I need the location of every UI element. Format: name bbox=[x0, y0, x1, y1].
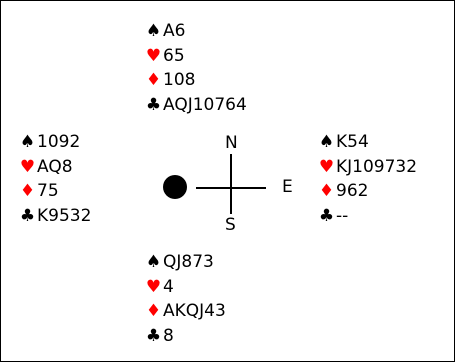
north-diamonds: ♦108 bbox=[144, 68, 247, 93]
west-hearts: ♥AQ8 bbox=[18, 155, 91, 180]
turn-indicator-dot bbox=[163, 175, 187, 199]
club-icon: ♣ bbox=[145, 325, 162, 346]
spade-icon: ♠ bbox=[19, 132, 36, 152]
east-hand: ♠K54 ♥KJ109732 ♦962 ♣-- bbox=[317, 130, 417, 228]
spade-icon: ♠ bbox=[318, 132, 335, 152]
west-clubs: ♣K9532 bbox=[18, 204, 92, 229]
diamond-icon: ♦ bbox=[19, 181, 36, 201]
heart-icon: ♥ bbox=[145, 276, 162, 297]
compass-north-label: N bbox=[225, 133, 238, 153]
north-hearts: ♥65 bbox=[144, 44, 247, 69]
west-diamonds: ♦75 bbox=[18, 179, 91, 204]
east-clubs: ♣-- bbox=[317, 204, 417, 229]
heart-icon: ♥ bbox=[19, 156, 36, 177]
north-hand: ♠A6 ♥65 ♦108 ♣AQJ10764 bbox=[144, 19, 247, 117]
south-hand: ♠QJ873 ♥4 ♦AKQJ43 ♣8 bbox=[144, 250, 226, 348]
east-spades: ♠K54 bbox=[317, 130, 417, 155]
west-hand: ♠1092 ♥AQ8 ♦75 ♣K9532 bbox=[18, 130, 92, 229]
east-hearts: ♥KJ109732 bbox=[317, 155, 417, 180]
north-clubs: ♣AQJ10764 bbox=[144, 93, 247, 118]
spade-icon: ♠ bbox=[145, 252, 162, 272]
heart-icon: ♥ bbox=[318, 156, 335, 177]
compass-south-label: S bbox=[225, 215, 236, 235]
compass-east-label: E bbox=[282, 177, 293, 197]
club-icon: ♣ bbox=[318, 205, 335, 226]
south-hearts: ♥4 bbox=[144, 275, 226, 300]
diamond-icon: ♦ bbox=[145, 301, 162, 321]
west-spades: ♠1092 bbox=[18, 130, 91, 155]
compass-vertical-line bbox=[230, 154, 232, 214]
club-icon: ♣ bbox=[19, 205, 36, 226]
south-clubs: ♣8 bbox=[144, 324, 226, 349]
east-diamonds: ♦962 bbox=[317, 179, 417, 204]
club-icon: ♣ bbox=[145, 94, 162, 115]
diamond-icon: ♦ bbox=[318, 181, 335, 201]
north-spades: ♠A6 bbox=[144, 19, 247, 44]
diamond-icon: ♦ bbox=[145, 70, 162, 90]
spade-icon: ♠ bbox=[145, 21, 162, 41]
south-spades: ♠QJ873 bbox=[144, 250, 226, 275]
heart-icon: ♥ bbox=[145, 45, 162, 66]
south-diamonds: ♦AKQJ43 bbox=[144, 299, 226, 324]
